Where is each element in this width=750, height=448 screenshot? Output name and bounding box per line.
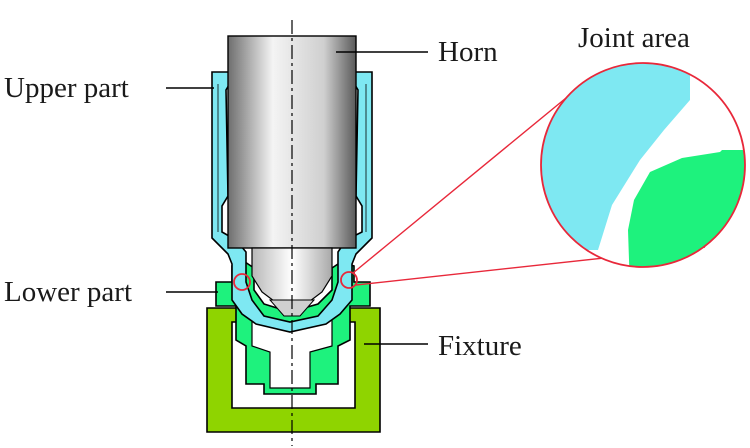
joint-marker-left	[233, 273, 251, 291]
label-joint-area: Joint area	[578, 22, 690, 54]
label-horn: Horn	[438, 36, 498, 68]
zoom-connector-top	[352, 97, 567, 274]
label-upper-part: Upper part	[4, 72, 129, 104]
horn-cylinder	[227, 35, 357, 249]
label-lower-part: Lower part	[4, 276, 133, 308]
joint-marker-right	[340, 271, 358, 289]
joint-area-zoom	[541, 63, 745, 267]
joint-area-circle	[540, 62, 746, 268]
label-fixture: Fixture	[438, 330, 522, 362]
upper-part-body	[211, 71, 373, 333]
